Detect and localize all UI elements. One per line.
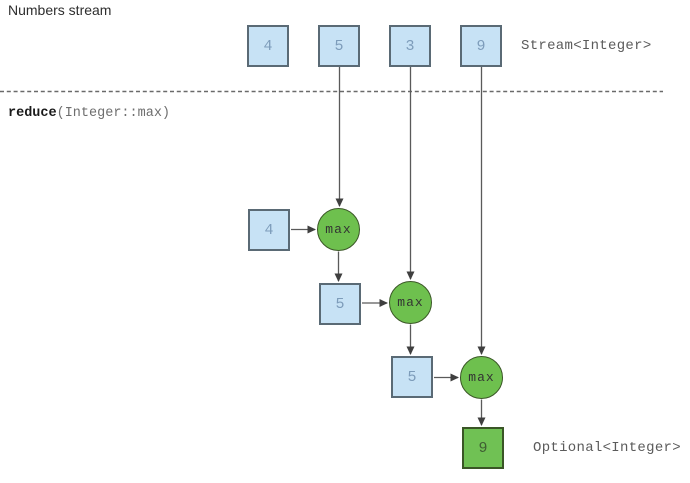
reduce-operation-label: reduce(Integer::max) — [8, 106, 170, 121]
max-operator-node-2: max — [389, 281, 432, 324]
result-type-label: Optional<Integer> — [533, 440, 681, 456]
stream-type-label: Stream<Integer> — [521, 38, 652, 54]
reduce-args: (Integer::max) — [56, 106, 171, 121]
stream-element-box-2: 5 — [318, 25, 360, 67]
result-value-box: 9 — [462, 427, 504, 469]
max-operator-node-3: max — [460, 356, 503, 399]
stream-element-box-1: 4 — [247, 25, 289, 67]
max-operator-node-1: max — [317, 208, 360, 251]
accumulator-box-1: 4 — [248, 209, 290, 251]
stream-element-box-3: 3 — [389, 25, 431, 67]
accumulator-box-3: 5 — [391, 356, 433, 398]
stream-element-box-4: 9 — [460, 25, 502, 67]
reduce-keyword: reduce — [8, 106, 57, 121]
page-title: Numbers stream — [8, 2, 112, 18]
accumulator-box-2: 5 — [319, 283, 361, 325]
